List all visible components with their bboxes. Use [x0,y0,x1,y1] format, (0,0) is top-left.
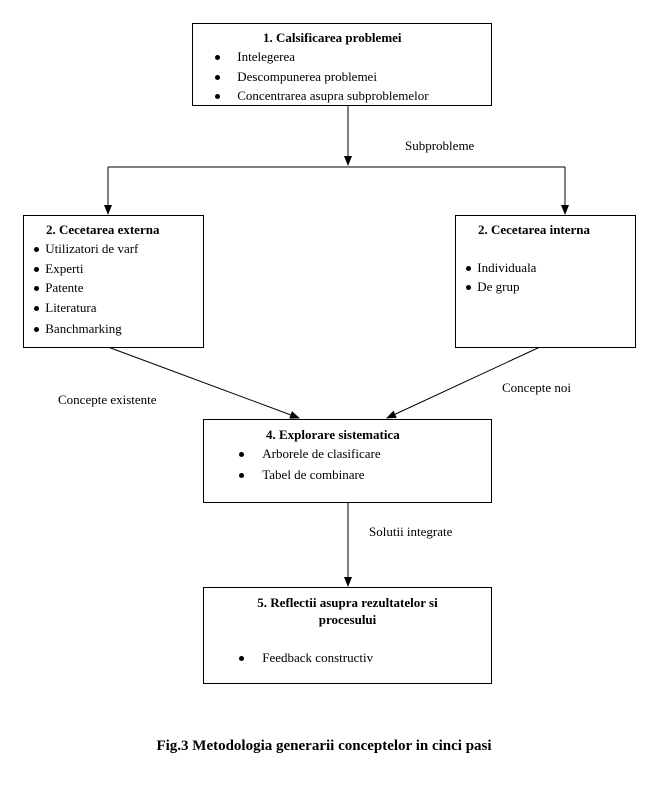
bullet-icon [34,305,39,311]
list-item-text: Individuala [477,260,537,275]
label-subprobleme: Subprobleme [405,138,475,153]
box-reflections: 5. Reflectii asupra rezultatelor si proc… [203,587,492,684]
list-item: Banchmarking [34,321,122,337]
list-item: De grup [466,279,520,295]
bullet-icon [34,326,39,332]
bullet-icon [34,266,39,272]
list-item-text: De grup [477,279,520,294]
list-item: Individuala [466,260,536,276]
box-internal-search: 2. Cecetarea interna Individuala De grup [455,215,636,348]
bullet-icon [34,285,39,291]
list-item: Concentrarea asupra subproblemelor [215,88,429,104]
box-external-search: 2. Cecetarea externa Utilizatori de varf… [23,215,204,348]
list-item: Arborele de clasificare [239,446,381,462]
label-solutii-integrate: Solutii integrate [369,524,453,539]
bullet-icon [215,74,220,80]
bullet-icon [239,655,244,661]
list-item-text: Descompunerea problemei [237,69,377,84]
list-item: Intelegerea [215,49,295,65]
box-internal-search-title: 2. Cecetarea interna [478,222,591,237]
list-item-text: Banchmarking [45,321,122,336]
list-item: Literatura [34,300,97,316]
list-item-text: Intelegerea [237,49,295,64]
box-systematic-exploration-title: 4. Explorare sistematica [266,427,400,442]
box-systematic-exploration: 4. Explorare sistematica Arborele de cla… [203,419,492,503]
list-item: Tabel de combinare [239,467,365,483]
box-problem-classification: 1. Calsificarea problemei Intelegerea De… [192,23,492,106]
list-item-text: Literatura [45,300,97,315]
list-item: Experti [34,261,84,277]
list-item: Descompunerea problemei [215,69,377,85]
box-reflections-title: 5. Reflectii asupra rezultatelor si proc… [257,595,438,627]
list-item-text: Concentrarea asupra subproblemelor [237,88,429,103]
list-item-text: Tabel de combinare [262,467,365,482]
arrow-box2-to-box4 [107,346,300,419]
bullet-icon [466,265,471,271]
list-item-text: Feedback constructiv [262,650,374,665]
bullet-icon [239,451,244,457]
figure-caption: Fig.3 Metodologia generarii conceptelor … [156,738,492,754]
bullet-icon [215,54,220,60]
arrow-box3-to-box4 [386,346,541,419]
bullet-icon [215,93,220,99]
list-item-text: Experti [45,261,84,276]
box-problem-classification-title: 1. Calsificarea problemei [263,30,402,45]
list-item-text: Utilizatori de varf [45,241,139,256]
bullet-icon [466,284,471,290]
bullet-icon [34,246,39,252]
list-item-text: Patente [45,280,84,295]
label-concepte-existente: Concepte existente [58,392,157,407]
list-item: Patente [34,280,84,296]
box-external-search-title: 2. Cecetarea externa [46,222,160,237]
label-concepte-noi: Concepte noi [502,380,571,395]
list-item: Utilizatori de varf [34,241,138,257]
list-item-text: Arborele de clasificare [262,446,381,461]
bullet-icon [239,472,244,478]
list-item: Feedback constructiv [239,650,373,666]
